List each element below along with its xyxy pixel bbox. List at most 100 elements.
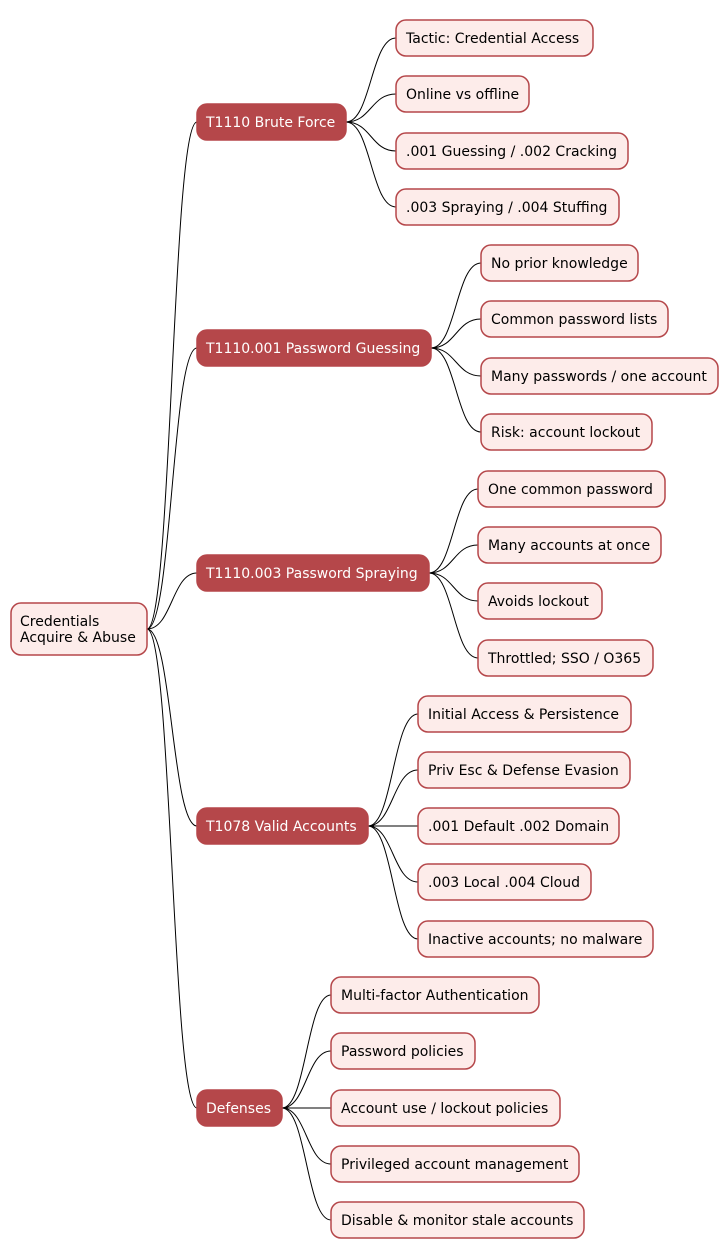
leaf-node-box bbox=[417, 807, 620, 845]
leaf-node-label: Tactic: Credential Access bbox=[405, 31, 579, 47]
leaf-node: .001 Guessing / .002 Cracking bbox=[395, 132, 629, 170]
branch-node-label: T1078 Valid Accounts bbox=[205, 819, 357, 835]
edge-branch-to-leaf bbox=[428, 488, 479, 574]
leaf-node-box bbox=[480, 244, 639, 282]
leaf-node: .003 Local .004 Cloud bbox=[417, 863, 592, 901]
leaf-node-label: Password policies bbox=[341, 1044, 464, 1060]
leaf-node: Disable & monitor stale accounts bbox=[330, 1201, 585, 1239]
edge-branch-to-leaf bbox=[281, 1050, 332, 1109]
edge-root-to-branch bbox=[146, 347, 198, 630]
leaf-node-label: Risk: account lockout bbox=[491, 425, 641, 441]
edge-branch-to-leaf bbox=[367, 825, 419, 940]
leaf-node-box bbox=[480, 357, 719, 395]
leaf-node: Online vs offline bbox=[395, 75, 530, 113]
leaf-node-label: .003 Spraying / .004 Stuffing bbox=[406, 200, 607, 216]
leaf-node: .001 Default .002 Domain bbox=[417, 807, 620, 845]
leaf-node-label: Account use / lockout policies bbox=[341, 1101, 548, 1117]
branch-node-box bbox=[196, 103, 347, 141]
leaf-node: .003 Spraying / .004 Stuffing bbox=[395, 188, 620, 226]
leaf-node-box bbox=[477, 582, 603, 620]
leaf-node-label: Many passwords / one account bbox=[491, 369, 707, 385]
branch-node-label: T1110.001 Password Guessing bbox=[205, 341, 420, 357]
edge-branch-to-leaf bbox=[430, 347, 482, 377]
branch-node: T1110.003 Password Spraying bbox=[196, 554, 430, 592]
edge-branch-to-leaf bbox=[281, 994, 332, 1109]
leaf-node-box bbox=[330, 1032, 476, 1070]
leaf-node-box bbox=[417, 695, 632, 733]
leaf-node: Priv Esc & Defense Evasion bbox=[417, 751, 631, 789]
leaf-node-box bbox=[477, 639, 654, 677]
edge-root-to-branch bbox=[146, 628, 198, 1109]
leaf-node-box bbox=[480, 300, 669, 338]
edge-branch-to-leaf bbox=[281, 1107, 332, 1221]
edges-layer bbox=[146, 37, 482, 1221]
leaf-node-label: Disable & monitor stale accounts bbox=[341, 1213, 573, 1229]
leaf-node-label: Initial Access & Persistence bbox=[428, 707, 619, 723]
leaf-node: Initial Access & Persistence bbox=[417, 695, 632, 733]
branch-node-box bbox=[196, 1089, 283, 1127]
leaf-node-label: Inactive accounts; no malware bbox=[428, 932, 642, 948]
leaf-node-box bbox=[395, 132, 629, 170]
root-node-label-line: Acquire & Abuse bbox=[20, 630, 136, 646]
branch-node-box bbox=[196, 807, 369, 845]
edge-branch-to-leaf bbox=[345, 121, 397, 152]
edge-root-to-branch bbox=[146, 628, 198, 827]
leaf-node: Account use / lockout policies bbox=[330, 1089, 561, 1127]
leaf-node-label: Privileged account management bbox=[341, 1157, 569, 1173]
leaf-node-box bbox=[477, 470, 666, 508]
edge-branch-to-leaf bbox=[367, 713, 419, 827]
leaf-node-box bbox=[477, 526, 662, 564]
leaf-node: Common password lists bbox=[480, 300, 669, 338]
edge-branch-to-leaf bbox=[281, 1107, 332, 1165]
edge-branch-to-leaf bbox=[430, 347, 482, 433]
edge-root-to-branch bbox=[146, 572, 198, 630]
leaf-node: Many passwords / one account bbox=[480, 357, 719, 395]
leaf-node-label: Throttled; SSO / O365 bbox=[487, 651, 641, 667]
branch-node-box bbox=[196, 554, 430, 592]
branch-node: T1110.001 Password Guessing bbox=[196, 329, 432, 367]
leaf-node-label: No prior knowledge bbox=[491, 256, 628, 272]
leaf-node-box bbox=[330, 1201, 585, 1239]
leaf-node-label: Many accounts at once bbox=[488, 538, 650, 554]
root-node-box bbox=[10, 602, 148, 656]
leaf-node: Many accounts at once bbox=[477, 526, 662, 564]
leaf-node: No prior knowledge bbox=[480, 244, 639, 282]
leaf-node: Throttled; SSO / O365 bbox=[477, 639, 654, 677]
edge-branch-to-leaf bbox=[428, 544, 479, 574]
leaf-node-box bbox=[395, 75, 530, 113]
branch-node-label: Defenses bbox=[206, 1101, 271, 1117]
edge-root-to-branch bbox=[146, 121, 198, 630]
leaf-node-label: One common password bbox=[488, 482, 653, 498]
leaf-node-box bbox=[417, 751, 631, 789]
edge-branch-to-leaf bbox=[430, 318, 482, 349]
leaf-node-box bbox=[417, 863, 592, 901]
leaf-node-box bbox=[395, 188, 620, 226]
leaf-node-label: Multi-factor Authentication bbox=[341, 988, 529, 1004]
branch-node-label: T1110.003 Password Spraying bbox=[205, 566, 418, 582]
edge-branch-to-leaf bbox=[345, 37, 397, 123]
edge-branch-to-leaf bbox=[428, 572, 479, 602]
leaf-node-box bbox=[480, 413, 653, 451]
leaf-node: Inactive accounts; no malware bbox=[417, 920, 654, 958]
leaf-node-box bbox=[330, 1145, 580, 1183]
leaf-node: Risk: account lockout bbox=[480, 413, 653, 451]
leaf-node: Password policies bbox=[330, 1032, 476, 1070]
branch-node: Defenses bbox=[196, 1089, 283, 1127]
branch-node-label: T1110 Brute Force bbox=[205, 115, 335, 131]
leaf-node: Privileged account management bbox=[330, 1145, 580, 1183]
leaf-node-box bbox=[330, 1089, 561, 1127]
edge-branch-to-leaf bbox=[428, 572, 479, 659]
leaf-node-box bbox=[417, 920, 654, 958]
leaf-node-label: Avoids lockout bbox=[488, 594, 589, 610]
branch-node-box bbox=[196, 329, 432, 367]
leaf-node-label: .003 Local .004 Cloud bbox=[428, 875, 580, 891]
leaf-node-label: Common password lists bbox=[491, 312, 657, 328]
root-node-label-line: Credentials bbox=[20, 614, 99, 630]
leaf-node: One common password bbox=[477, 470, 666, 508]
edge-branch-to-leaf bbox=[367, 769, 419, 827]
edge-branch-to-leaf bbox=[367, 825, 419, 883]
leaf-node-box bbox=[330, 976, 540, 1014]
